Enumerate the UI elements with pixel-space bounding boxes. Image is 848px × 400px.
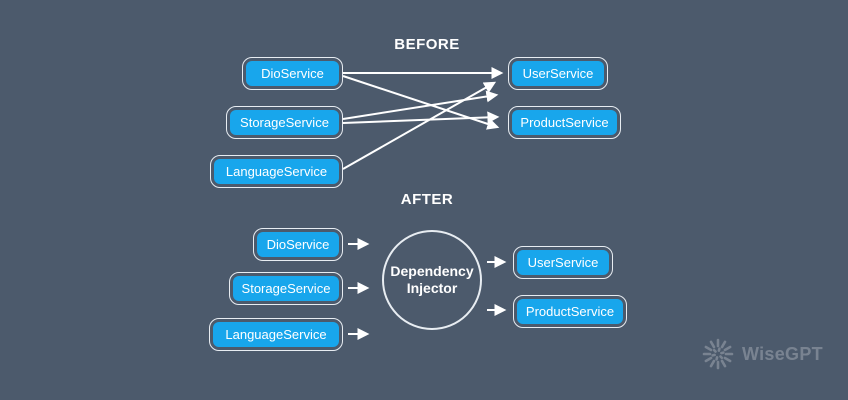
after-node-storageservice-label: StorageService — [233, 276, 339, 301]
before-node-storageservice: StorageService — [226, 106, 343, 139]
arrow-before-storage-to-user — [342, 90, 499, 120]
before-node-userservice: UserService — [508, 57, 608, 90]
brand-watermark: WiseGPT — [701, 337, 823, 371]
arrow-before-dio-to-product — [342, 75, 500, 130]
dependency-injector-label-line1: Dependency — [390, 263, 474, 279]
after-section-title: AFTER — [400, 191, 454, 208]
before-node-userservice-label: UserService — [512, 61, 604, 86]
before-node-productservice: ProductService — [508, 106, 621, 139]
before-node-dioservice-label: DioService — [246, 61, 339, 86]
after-node-userservice-label: UserService — [517, 250, 609, 275]
brand-name: WiseGPT — [742, 343, 823, 364]
after-node-storageservice: StorageService — [229, 272, 343, 305]
before-node-languageservice-label: LanguageService — [214, 159, 339, 184]
dependency-injector-label-line2: Injector — [406, 280, 458, 296]
after-node-userservice: UserService — [513, 246, 613, 279]
after-node-dioservice-label: DioService — [257, 232, 339, 257]
before-node-dioservice: DioService — [242, 57, 343, 90]
after-node-languageservice: LanguageService — [209, 318, 343, 351]
after-node-productservice: ProductService — [513, 295, 627, 328]
wisegpt-aperture-icon — [702, 338, 734, 370]
after-node-productservice-label: ProductService — [517, 299, 623, 324]
arrow-before-language-to-user — [342, 81, 497, 170]
after-node-dioservice: DioService — [253, 228, 343, 261]
arrow-before-storage-to-product — [342, 111, 500, 124]
before-node-storageservice-label: StorageService — [230, 110, 339, 135]
before-section-title: BEFORE — [394, 36, 460, 53]
dependency-injector-circle: Dependency Injector — [382, 230, 482, 330]
before-node-languageservice: LanguageService — [210, 155, 343, 188]
after-node-languageservice-label: LanguageService — [213, 322, 339, 347]
before-node-productservice-label: ProductService — [512, 110, 617, 135]
